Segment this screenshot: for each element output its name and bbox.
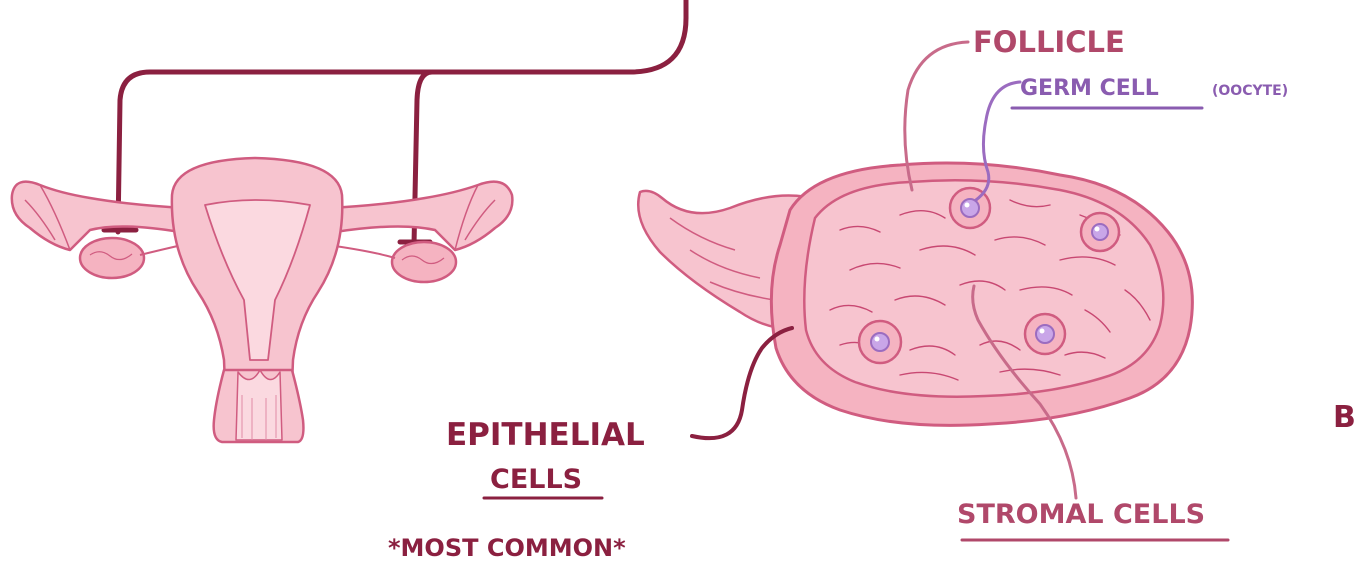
uterus-illustration xyxy=(12,158,513,442)
follicle-label: FOLLICLE xyxy=(973,25,1125,59)
follicle-bottom-left xyxy=(859,321,901,363)
ovary-cross-section xyxy=(638,163,1192,425)
cells-label: CELLS xyxy=(490,464,582,495)
oocyte-label: (OOCYTE) xyxy=(1212,83,1288,99)
germ-cell-label: GERM CELL xyxy=(1020,76,1159,101)
follicle-bottom-right xyxy=(1025,314,1065,354)
most-common-label: *MOST COMMON* xyxy=(388,534,626,562)
epithelial-label: EPITHELIAL xyxy=(446,417,645,453)
follicle-right xyxy=(1081,213,1119,251)
stromal-cells-label: STROMAL CELLS xyxy=(957,499,1205,530)
cut-off-letter: B xyxy=(1333,400,1356,435)
